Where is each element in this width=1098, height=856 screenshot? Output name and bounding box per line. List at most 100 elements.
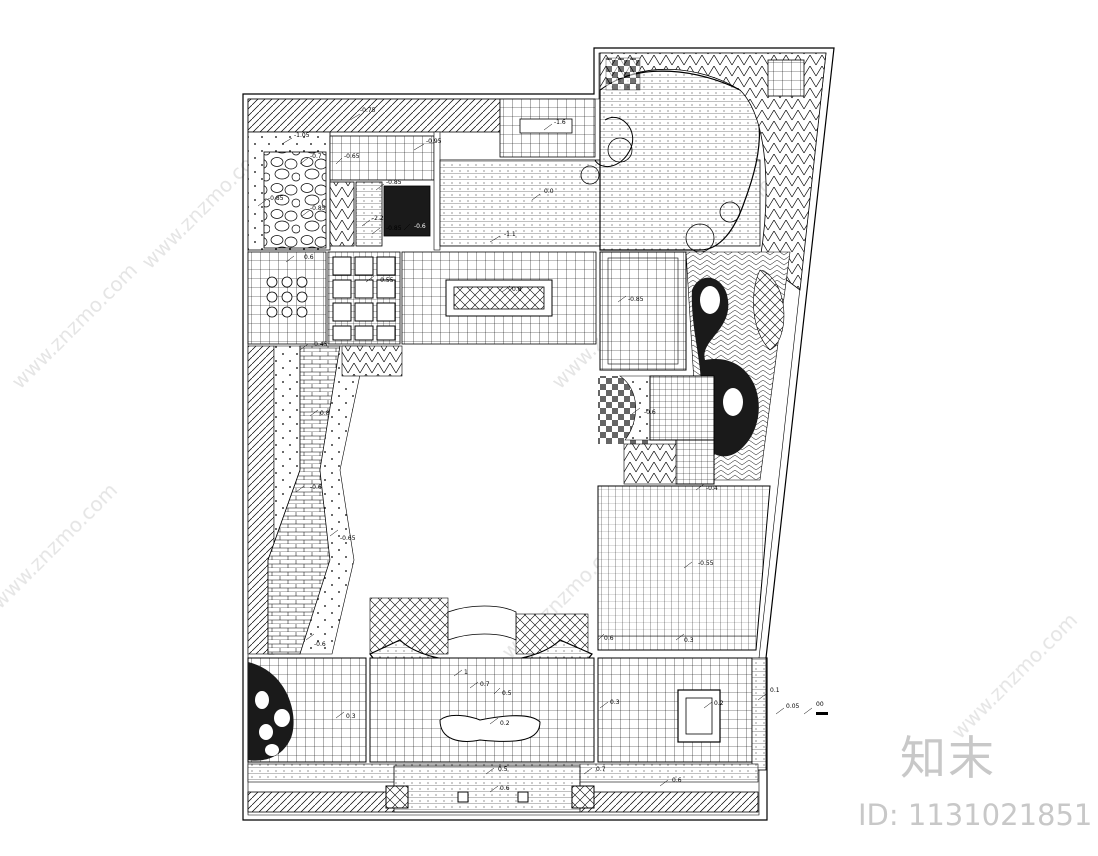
bottom-row xyxy=(247,657,767,771)
top-left-garden xyxy=(247,131,441,251)
svg-text:0.05: 0.05 xyxy=(786,703,800,710)
elevation-marker: -2.2 xyxy=(361,215,384,227)
elevation-marker: 0.3 xyxy=(599,699,620,709)
elevation-marker: 00 xyxy=(803,701,824,715)
svg-text:0.3: 0.3 xyxy=(610,699,620,706)
svg-text:0.7: 0.7 xyxy=(596,766,606,773)
svg-text:0.6: 0.6 xyxy=(604,635,614,642)
elevation-marker: 0.6 xyxy=(285,254,314,263)
elevation-marker: -0.85 xyxy=(375,179,402,191)
svg-text:-1.1: -1.1 xyxy=(504,231,516,238)
svg-text:-0.55: -0.55 xyxy=(378,277,394,284)
svg-text:0.5: 0.5 xyxy=(498,766,508,773)
elevation-marker: -0.65 xyxy=(329,529,356,542)
elevation-marker: 0.5 xyxy=(485,766,508,775)
svg-text:-0.4: -0.4 xyxy=(706,485,718,492)
svg-text:-0.85: -0.85 xyxy=(310,205,326,212)
svg-text:-0.85: -0.85 xyxy=(268,195,284,202)
svg-text:-0.75: -0.75 xyxy=(360,107,376,114)
right-middle-blocks xyxy=(598,375,715,485)
bottom-band xyxy=(247,763,759,813)
elevation-marker: -1.6 xyxy=(543,119,566,131)
elevation-marker: 0.2 xyxy=(703,700,724,709)
svg-text:1: 1 xyxy=(464,669,468,676)
svg-text:0.7: 0.7 xyxy=(480,681,490,688)
svg-text:-1.05: -1.05 xyxy=(294,132,310,139)
svg-text:-0.85: -0.85 xyxy=(628,296,644,303)
svg-text:0.1: 0.1 xyxy=(770,687,780,694)
elevation-marker: 0.6 xyxy=(489,785,510,793)
elevation-marker: 0.0 xyxy=(531,188,554,201)
elevation-marker: -0.4 xyxy=(695,483,718,492)
svg-text:-0.85: -0.85 xyxy=(386,179,402,186)
elevation-marker: -0.65 xyxy=(335,153,360,165)
svg-text:0.8: 0.8 xyxy=(512,286,522,293)
svg-text:0.5: 0.5 xyxy=(502,690,512,697)
svg-text:-1.6: -1.6 xyxy=(554,119,566,126)
elevation-marker: -0.85 xyxy=(301,205,326,217)
svg-text:00: 00 xyxy=(816,701,824,708)
elevation-labels: -0.75 -1.05 -0.7 -0.65 -0.85 -0.85 -0.95… xyxy=(257,107,828,793)
svg-text:-0.65: -0.65 xyxy=(344,153,360,160)
left-zigzag-path xyxy=(247,345,403,655)
svg-text:-0.95: -0.95 xyxy=(426,138,442,145)
svg-text:-0.7: -0.7 xyxy=(310,153,322,160)
elevation-marker: -0.55 xyxy=(365,275,394,284)
elevation-marker: -0.6 xyxy=(403,223,426,231)
brand-watermark: 知末 xyxy=(900,731,996,785)
svg-text:0.8: 0.8 xyxy=(320,410,330,417)
elevation-marker: 0.3 xyxy=(675,633,694,644)
svg-text:0.3: 0.3 xyxy=(346,713,356,720)
id-watermark: ID: 1131021851 xyxy=(858,798,1093,832)
svg-text:-0.55: -0.55 xyxy=(698,560,714,567)
elevation-marker: -0.85 xyxy=(257,195,284,207)
svg-text:-0.6: -0.6 xyxy=(314,641,326,648)
watermark-text: www.znzmo.com xyxy=(0,478,122,614)
elevation-marker: -0.85 xyxy=(371,225,402,235)
watermark-text: www.znzmo.com xyxy=(7,258,143,394)
svg-text:-0.6: -0.6 xyxy=(644,409,656,416)
elevation-marker: -0.55 xyxy=(683,560,714,569)
svg-text:0.3: 0.3 xyxy=(684,637,694,644)
elevation-marker: 0.7 xyxy=(469,681,490,689)
svg-text:-2.2: -2.2 xyxy=(372,215,384,222)
elevation-marker: 0.6 xyxy=(597,633,614,642)
elevation-marker: -0.95 xyxy=(413,138,442,151)
elevation-marker: -1.05 xyxy=(281,132,310,145)
svg-text:0.2: 0.2 xyxy=(500,720,510,727)
elevation-marker: 0.1 xyxy=(757,687,780,701)
elevation-marker: 0.6 xyxy=(659,777,682,787)
elevation-marker: -1.1 xyxy=(489,231,516,243)
svg-text:-0.6: -0.6 xyxy=(310,484,322,491)
elevation-marker: 0.8 xyxy=(501,285,522,293)
svg-text:-0.65: -0.65 xyxy=(340,535,356,542)
pond-area xyxy=(439,70,761,253)
square-row xyxy=(247,251,687,371)
circle-grid xyxy=(266,276,308,318)
top-right-planting xyxy=(599,52,827,291)
elevation-marker: -0.6 xyxy=(295,484,322,493)
svg-text:-0.6: -0.6 xyxy=(414,223,426,230)
elevation-marker: -0.45 xyxy=(299,341,328,351)
elevation-marker: -0.6 xyxy=(305,633,326,648)
svg-text:0.2: 0.2 xyxy=(714,700,724,707)
elevation-marker: 0.3 xyxy=(335,711,356,720)
elevation-marker: -0.75 xyxy=(349,107,376,121)
elevation-marker: 0.5 xyxy=(493,687,512,697)
elevation-marker: 0.7 xyxy=(583,766,606,775)
elevation-marker: -0.6 xyxy=(631,407,656,416)
svg-text:-0.45: -0.45 xyxy=(312,341,328,348)
svg-text:0.0: 0.0 xyxy=(544,188,554,195)
elevation-marker: -0.85 xyxy=(617,295,644,303)
elevation-marker: -0.7 xyxy=(299,153,322,165)
svg-text:-0.85: -0.85 xyxy=(386,225,402,232)
elevation-marker: 1 xyxy=(453,669,468,677)
svg-text:0.6: 0.6 xyxy=(672,777,682,784)
elevation-marker: 0.05 xyxy=(775,703,800,715)
svg-text:0.6: 0.6 xyxy=(304,254,314,261)
top-band xyxy=(247,98,596,158)
svg-text:0.6: 0.6 xyxy=(500,785,510,792)
elevation-marker: 0.8 xyxy=(309,409,330,417)
elevation-marker: 0.2 xyxy=(489,717,510,727)
